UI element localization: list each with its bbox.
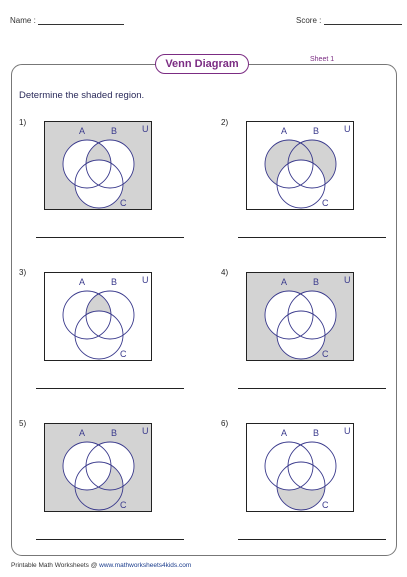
- problem-5-number: 5): [19, 419, 27, 428]
- score-field: Score :: [296, 15, 402, 25]
- name-label: Name :: [10, 16, 36, 25]
- universal-set-border: [246, 121, 354, 210]
- set-c-circle: [74, 310, 124, 360]
- venn-diagram-4: A B C U: [246, 272, 354, 361]
- venn-diagram-5: A B C U: [44, 423, 152, 512]
- set-b-label: B: [313, 126, 319, 136]
- venn-shading: [44, 272, 152, 361]
- score-label: Score :: [296, 16, 322, 25]
- answer-line-1[interactable]: [36, 237, 184, 238]
- set-a-circle: [264, 139, 314, 189]
- set-a-label: A: [79, 277, 85, 287]
- set-c-label: C: [120, 198, 127, 208]
- footer-prefix: Printable Math Worksheets @: [11, 562, 98, 569]
- universal-set-border: [44, 272, 152, 361]
- set-a-label: A: [281, 428, 287, 438]
- problem-6-number: 6): [221, 419, 229, 428]
- set-a-circle: [62, 290, 112, 340]
- set-c-label: C: [120, 349, 127, 359]
- answer-line-2[interactable]: [238, 237, 386, 238]
- problem-2-number: 2): [221, 118, 229, 127]
- set-c-circle: [74, 461, 124, 511]
- set-c-circle: [276, 159, 326, 209]
- venn-shading: [246, 272, 354, 361]
- set-a-label: A: [281, 126, 287, 136]
- problem-4-number: 4): [221, 268, 229, 277]
- universal-set-border: [44, 423, 152, 512]
- set-a-circle: [264, 441, 314, 491]
- set-a-circle: [62, 441, 112, 491]
- problem-3-number: 3): [19, 268, 27, 277]
- name-line[interactable]: [38, 15, 125, 25]
- problem-1-number: 1): [19, 118, 27, 127]
- venn-shading: [44, 121, 152, 210]
- set-c-label: C: [120, 500, 127, 510]
- instruction-text: Determine the shaded region.: [19, 90, 145, 101]
- answer-line-5[interactable]: [36, 539, 184, 540]
- set-c-label: C: [322, 349, 329, 359]
- set-b-label: B: [313, 277, 319, 287]
- set-b-label: B: [111, 428, 117, 438]
- name-field: Name :: [10, 15, 125, 25]
- sheet-label: Sheet 1: [310, 56, 335, 63]
- set-b-label: B: [111, 277, 117, 287]
- set-c-circle: [276, 310, 326, 360]
- venn-diagram-3: A B C U: [44, 272, 152, 361]
- set-u-label: U: [344, 275, 351, 285]
- footer-url[interactable]: www.mathworksheets4kids.com: [99, 562, 192, 569]
- venn-diagram-1: A B C U: [44, 121, 152, 210]
- venn-shading: [246, 121, 354, 210]
- set-u-label: U: [142, 275, 149, 285]
- answer-line-6[interactable]: [238, 539, 386, 540]
- set-a-label: A: [79, 428, 85, 438]
- set-a-label: A: [79, 126, 85, 136]
- set-c-circle: [276, 461, 326, 511]
- set-a-label: A: [281, 277, 287, 287]
- venn-diagram-2: A B C U: [246, 121, 354, 210]
- set-b-label: B: [111, 126, 117, 136]
- set-a-circle: [264, 290, 314, 340]
- universal-set-border: [246, 272, 354, 361]
- worksheet-title: Venn Diagram: [155, 54, 249, 74]
- set-b-label: B: [313, 428, 319, 438]
- footer: Printable Math Worksheets @ www.mathwork…: [11, 562, 191, 569]
- set-a-circle: [62, 139, 112, 189]
- set-c-label: C: [322, 198, 329, 208]
- answer-line-3[interactable]: [36, 388, 184, 389]
- venn-shading: [44, 423, 152, 512]
- universal-set-border: [44, 121, 152, 210]
- set-c-circle: [74, 159, 124, 209]
- set-u-label: U: [344, 426, 351, 436]
- venn-diagram-6: A B C U: [246, 423, 354, 512]
- venn-shading: [246, 423, 354, 512]
- set-c-label: C: [322, 500, 329, 510]
- answer-line-4[interactable]: [238, 388, 386, 389]
- score-line[interactable]: [323, 15, 402, 25]
- set-u-label: U: [142, 124, 149, 134]
- set-u-label: U: [142, 426, 149, 436]
- set-u-label: U: [344, 124, 351, 134]
- universal-set-border: [246, 423, 354, 512]
